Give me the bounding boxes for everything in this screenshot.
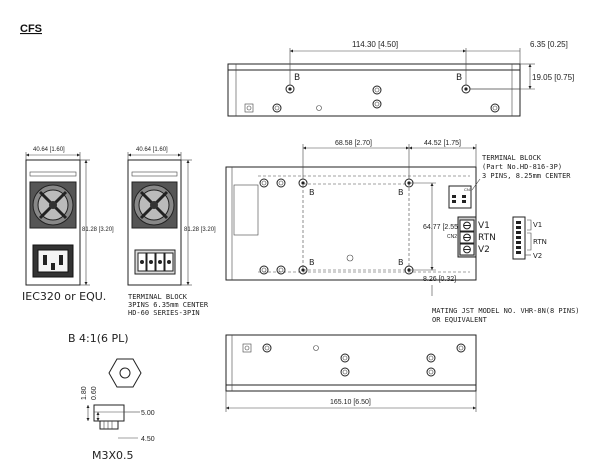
tb-width: 40.64 [1.60] [136, 147, 168, 153]
side-view: B B B B 68.58 [2.70] 44.52 [1.75] 64.77 … [225, 140, 580, 324]
dim-left-spacing: 68.58 [2.70] [335, 140, 372, 147]
iec-caption: IEC320 or EQU. [22, 290, 106, 303]
side-hole-label-1: B [309, 188, 315, 197]
drawing-title: CFS [20, 23, 42, 35]
dim-vertical: 64.77 [2.55] [423, 224, 460, 231]
dim-depth-offset: 19.05 [0.75] [532, 73, 574, 82]
tb-height: 81.28 [3.20] [184, 227, 216, 233]
front-view-iec: 40.64 [1.60] 81.28 [3.20] IEC320 or EQU. [22, 147, 114, 303]
top-view: B B 114.30 [4.50] 6.35 [0.25] 19.05 [0.7… [227, 40, 574, 117]
bottom-view: 165.10 [6.50] [225, 334, 477, 412]
detail-title: B 4:1(6 PL) [68, 332, 129, 345]
side-hole-label-2: B [398, 188, 404, 197]
detail-dim-h2: 0.60 [91, 386, 98, 400]
terminal-note-1: TERMINAL BLOCK [482, 154, 542, 162]
cn-label-left: CN2 [447, 234, 457, 240]
front-view-terminal: 40.64 [1.60] 81.28 [3.20] TERMINAL BLOCK… [127, 147, 216, 317]
tb-caption-3: HD-60 SERIES-3PIN [128, 309, 200, 317]
dim-edge-offset: 6.35 [0.25] [530, 40, 568, 49]
side-hole-label-3: B [309, 258, 315, 267]
dim-hole-spacing: 114.30 [4.50] [352, 40, 398, 49]
terminal-v2: V2 [478, 245, 490, 255]
connector-v1: V1 [533, 221, 542, 229]
terminal-note-3: 3 PINS, 8.25mm CENTER [482, 172, 571, 180]
tb-caption-2: 3PINS 6.35mm CENTER [128, 301, 209, 309]
dim-bottom-offset: 8.26 [0.32] [423, 276, 456, 283]
terminal-note-2: (Part No.HD-816-3P) [482, 163, 562, 171]
detail-dim-h1: 1.80 [81, 386, 88, 400]
terminal-rtn: RTN [478, 233, 496, 243]
mating-note-2: OR EQUIVALENT [432, 316, 488, 324]
detail-thread: M3X0.5 [92, 449, 134, 462]
top-stud-right [461, 84, 471, 94]
cn-label-top: CN1 [464, 187, 473, 192]
detail-dim-w2: 4.50 [141, 436, 155, 443]
dim-right-offset: 44.52 [1.75] [424, 140, 461, 147]
top-hole-label-right: B [456, 73, 462, 83]
tb-caption-1: TERMINAL BLOCK [128, 293, 188, 301]
terminal-v1: V1 [478, 221, 490, 231]
iec-width: 40.64 [1.60] [33, 147, 65, 153]
detail-b: B 4:1(6 PL) 1.80 0.60 5.00 4.50 M3X0.5 [68, 332, 155, 462]
iec-height: 81.28 [3.20] [82, 227, 114, 233]
mating-note-1: MATING JST MODEL NO. VHR-8N(8 PINS) [432, 307, 580, 315]
top-hole-label-left: B [294, 73, 300, 83]
side-hole-label-4: B [398, 258, 404, 267]
connector-v2: V2 [533, 252, 542, 260]
dim-total-length: 165.10 [6.50] [330, 399, 371, 406]
top-stud-left [285, 84, 295, 94]
detail-dim-w1: 5.00 [141, 410, 155, 417]
connector-rtn: RTN [533, 238, 547, 246]
